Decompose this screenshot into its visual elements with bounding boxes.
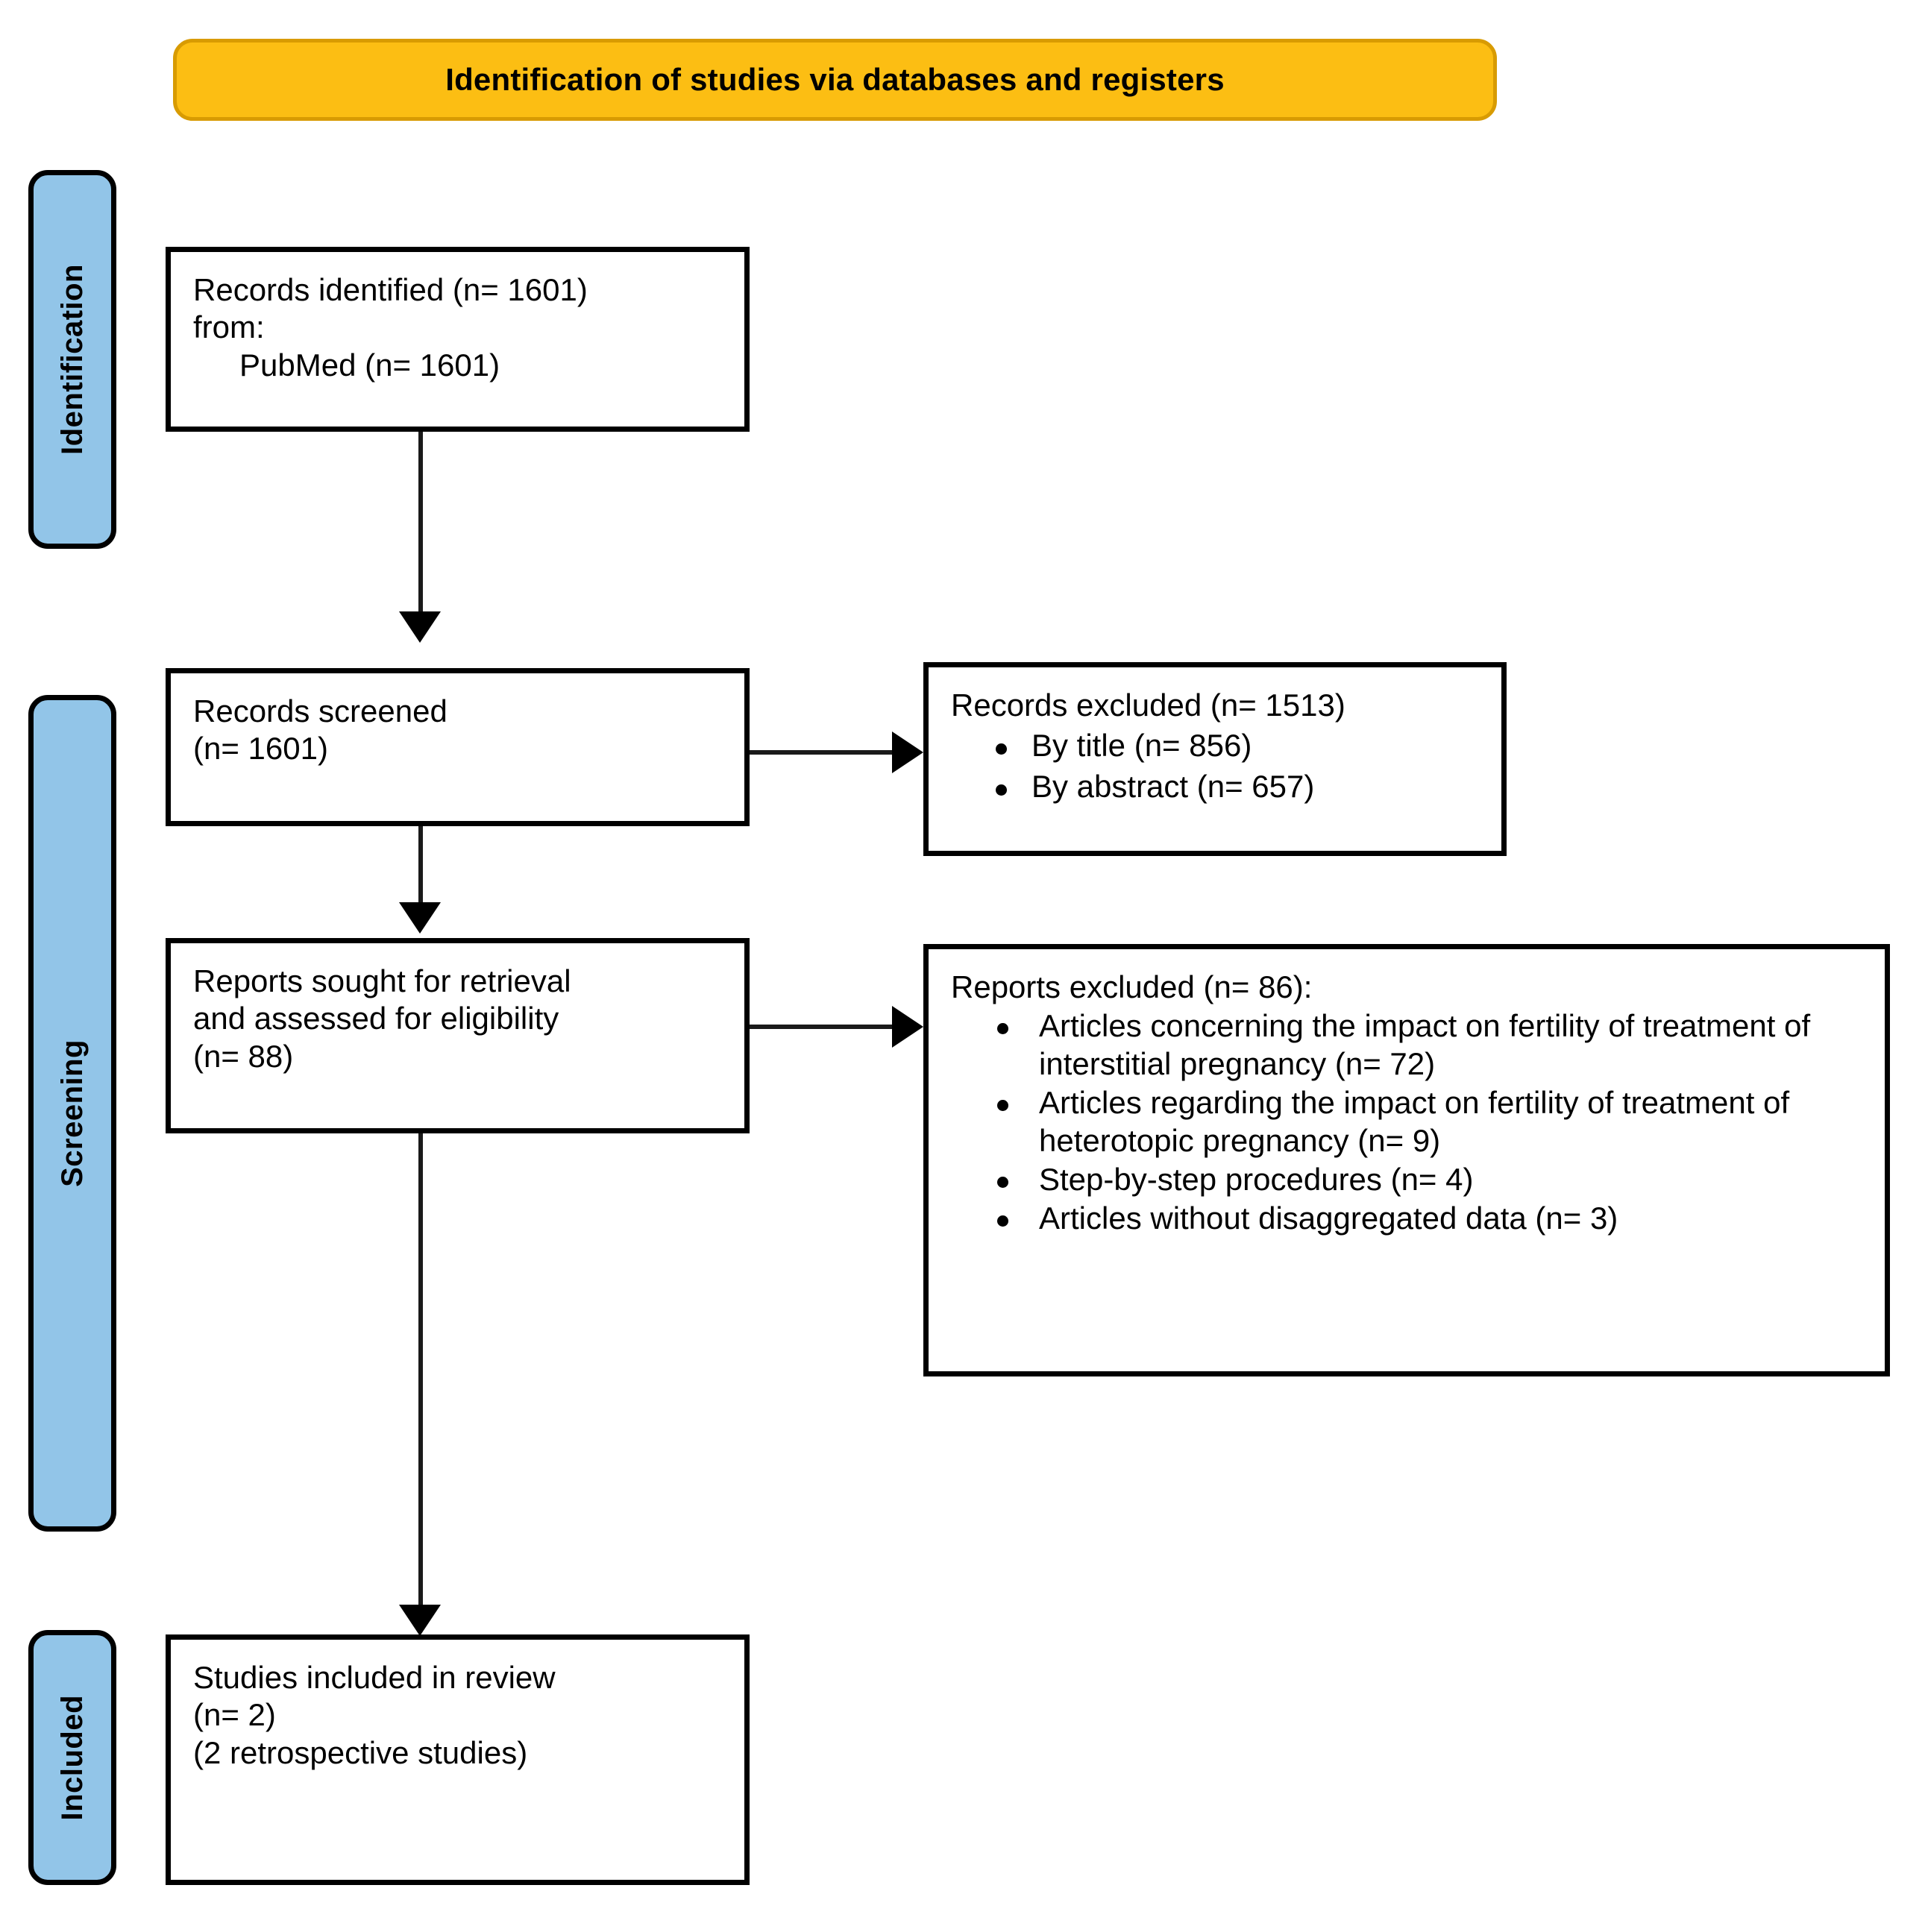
arrow-right-icon [892,1006,923,1048]
reports-excluded-reason-list: Articles concerning the impact on fertil… [951,1007,1862,1237]
connector-identified-to-screened-line [418,432,423,617]
arrow-right-icon [892,731,923,773]
arrow-down-icon [399,611,441,643]
box-reports-excluded: Reports excluded (n= 86): Articles conce… [923,944,1890,1376]
box-reports-sought-line3: (n= 88) [193,1038,294,1074]
list-item: By title (n= 856) [951,727,1479,764]
box-records-screened-line2: (n= 1601) [193,731,328,767]
box-records-screened: Records screened (n= 1601) [166,668,750,826]
connector-screened-to-sought-line [418,826,423,908]
box-reports-sought-line1: Reports sought for retrieval [193,963,571,998]
box-reports-excluded-heading: Reports excluded (n= 86): [951,969,1313,1004]
box-studies-included-line1: Studies included in review [193,1660,556,1695]
box-records-identified: Records identified (n= 1601) from: PubMe… [166,247,750,432]
box-records-excluded: Records excluded (n= 1513) By title (n= … [923,662,1507,856]
stage-label-identification-text: Identification [55,264,89,455]
list-item: Articles without disaggregated data (n= … [951,1200,1862,1237]
list-item: Articles regarding the impact on fertili… [951,1084,1862,1159]
connector-screened-to-records-excluded-line [750,750,899,755]
connector-sought-to-included-line [418,1133,423,1615]
box-records-identified-line3-wrap: PubMed (n= 1601) [193,347,722,384]
list-item: Step-by-step procedures (n= 4) [951,1161,1862,1198]
box-reports-sought-line2: and assessed for eligibility [193,1001,559,1036]
list-item: Articles concerning the impact on fertil… [951,1007,1862,1083]
box-records-screened-line1: Records screened [193,693,448,729]
box-studies-included: Studies included in review (n= 2) (2 ret… [166,1634,750,1885]
connector-sought-to-reports-excluded-line [750,1025,899,1029]
stage-label-identification: Identification [28,170,116,549]
box-studies-included-line2: (n= 2) [193,1697,276,1733]
diagram-title-banner: Identification of studies via databases … [173,39,1497,121]
list-item: By abstract (n= 657) [951,768,1479,805]
arrow-down-icon [399,1605,441,1636]
diagram-title: Identification of studies via databases … [445,62,1225,97]
box-records-identified-line3: PubMed (n= 1601) [239,347,500,383]
box-reports-sought: Reports sought for retrieval and assesse… [166,938,750,1133]
box-studies-included-line3: (2 retrospective studies) [193,1734,528,1770]
box-records-identified-line2: from: [193,309,265,345]
box-records-identified-line1: Records identified (n= 1601) [193,272,588,307]
box-records-excluded-heading: Records excluded (n= 1513) [951,687,1345,723]
stage-label-screening-text: Screening [55,1039,89,1187]
arrow-down-icon [399,902,441,934]
stage-label-included-text: Included [55,1694,89,1821]
records-excluded-reason-list: By title (n= 856) By abstract (n= 657) [951,727,1479,805]
stage-label-included: Included [28,1630,116,1885]
stage-label-screening: Screening [28,695,116,1532]
